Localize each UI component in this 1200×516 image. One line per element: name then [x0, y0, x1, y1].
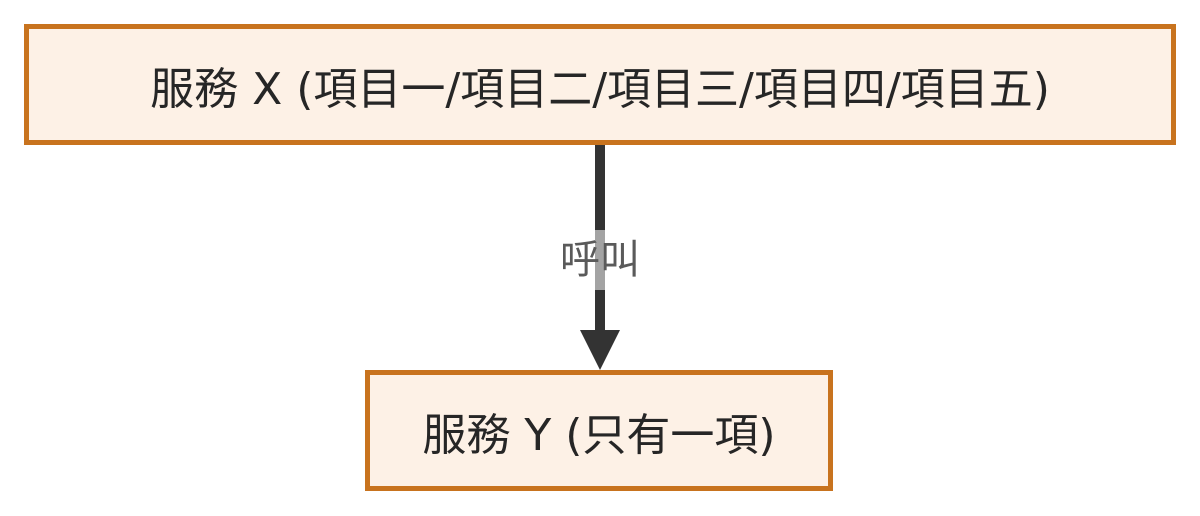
edge-label: 呼叫: [545, 230, 655, 290]
service-y-node[interactable]: 服務 Y (只有一項): [365, 370, 833, 491]
service-x-label: 服務 X (項目一/項目二/項目三/項目四/項目五): [150, 63, 1050, 115]
service-y-label: 服務 Y (只有一項): [422, 409, 776, 461]
arrowhead-icon: [580, 330, 620, 370]
service-x-node[interactable]: 服務 X (項目一/項目二/項目三/項目四/項目五): [24, 24, 1176, 145]
